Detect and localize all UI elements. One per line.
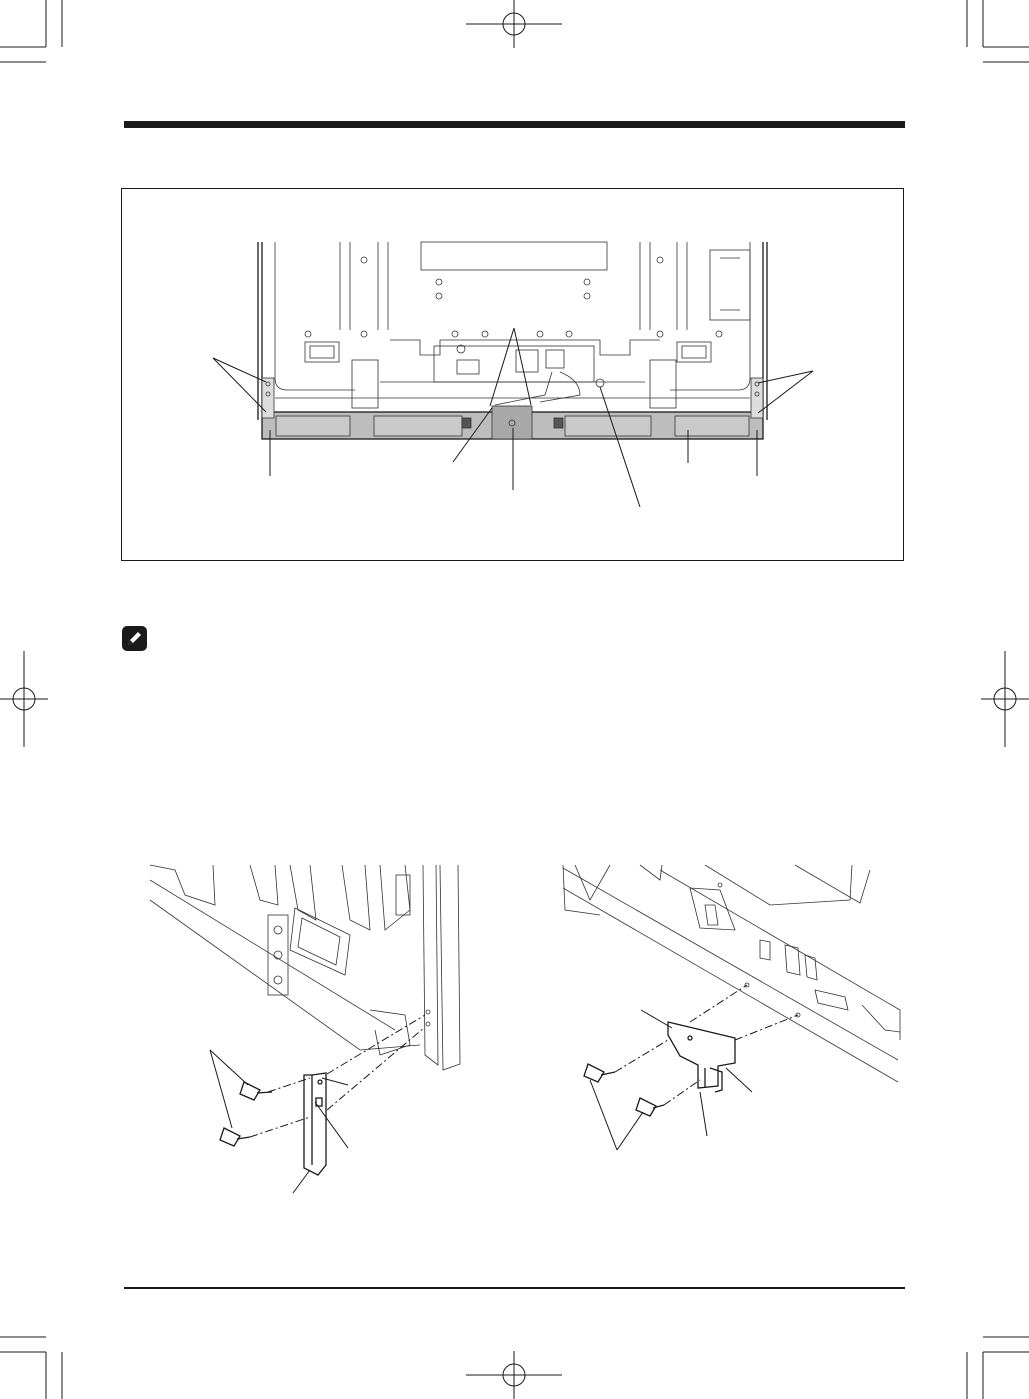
main-figure-frame — [121, 188, 904, 561]
crop-mark-icon — [966, 0, 1029, 63]
footer-rule — [124, 1287, 905, 1289]
crop-mark-icon — [966, 1336, 1029, 1399]
crosshair-registration-icon — [981, 651, 1029, 747]
crop-mark-icon — [0, 0, 63, 63]
header-rule — [124, 121, 905, 128]
crop-mark-icon — [0, 1336, 63, 1399]
crosshair-registration-icon — [466, 1351, 562, 1399]
crosshair-registration-icon — [466, 0, 562, 48]
crosshair-registration-icon — [0, 651, 48, 747]
pencil-note-icon — [122, 626, 147, 651]
